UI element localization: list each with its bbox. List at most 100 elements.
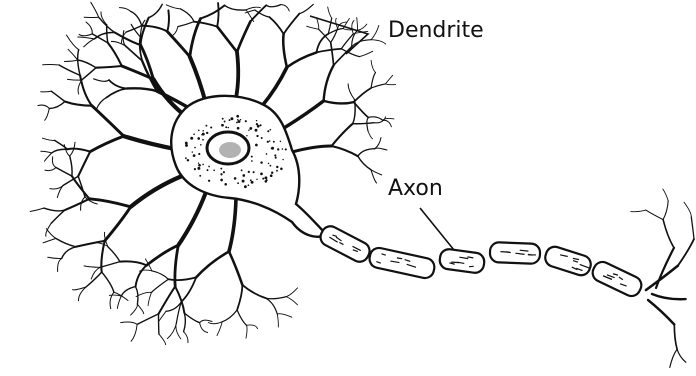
dendrite-branch [30, 208, 44, 211]
dendrite-branch [42, 138, 54, 140]
granule-dot [275, 157, 277, 159]
axon-label-pointer [420, 208, 454, 250]
granule-dot [271, 148, 273, 150]
dendrite-branch [59, 65, 80, 75]
dendrite-branch [368, 117, 382, 120]
dendrite-branch [677, 349, 686, 362]
granule-dot [280, 168, 283, 171]
dendrite-branch [108, 43, 122, 66]
dendrite-branch [332, 124, 353, 146]
granule-dot [255, 144, 258, 147]
granule-dot [224, 183, 227, 186]
granule-dot [220, 168, 222, 170]
granule-dot [220, 179, 223, 182]
granule-dot [261, 137, 263, 139]
granule-dot [282, 159, 283, 160]
granule-dot [223, 171, 225, 173]
dendrite-branch [217, 27, 237, 52]
dendrite-branch [100, 262, 120, 268]
dendrite-branch [78, 50, 80, 76]
granule-dot [269, 140, 271, 142]
granule-dot [266, 153, 268, 155]
dendrite-branch [200, 323, 208, 333]
dendrite-branch [65, 199, 89, 210]
granule-dot [199, 175, 201, 177]
dendrite-branch [78, 60, 96, 68]
granule-dot [242, 180, 245, 183]
dendrite-branch [180, 9, 194, 22]
dendrite-branch [64, 145, 70, 157]
granule-dot [207, 169, 209, 171]
dendrite-branch [353, 123, 374, 124]
dendrite-branch [663, 220, 674, 248]
granule-dot [276, 166, 278, 168]
dendrite-branch [354, 102, 369, 117]
dendrite-branch [670, 349, 677, 367]
dendrite-branch [265, 297, 286, 299]
dendrite-branch [200, 320, 213, 323]
dendrite-branch [286, 297, 297, 305]
granule-dot [260, 173, 263, 176]
dendrite-branch [237, 310, 246, 325]
dendrite-branch [631, 210, 646, 212]
dendrite-branch [237, 285, 242, 310]
dendrite-branch [277, 314, 278, 327]
dendrite-branch [91, 267, 100, 279]
dendrite-branch [286, 288, 297, 297]
dendrite-branch [46, 229, 55, 239]
granule-dot [201, 134, 202, 135]
nucleus-inner [219, 142, 241, 158]
granule-dot [210, 126, 212, 128]
granule-dot [229, 119, 231, 121]
dendrite-branch [181, 277, 196, 302]
dendrite-branch [371, 84, 385, 88]
dendrite-branch [94, 79, 109, 81]
granule-dot [246, 135, 247, 136]
granule-dot [262, 178, 264, 180]
dendrite-branch [236, 52, 238, 98]
dendrite-branch [84, 266, 100, 267]
dendrite-branch [56, 168, 72, 177]
granule-dot [253, 171, 255, 173]
granule-dot [270, 174, 273, 177]
granule-dot [238, 120, 241, 123]
granule-dot [242, 174, 245, 177]
granule-dot [237, 127, 240, 130]
dendrite-branch [44, 208, 65, 211]
granule-dot [185, 144, 188, 147]
granule-dot [256, 123, 258, 125]
dendrite-branch [184, 313, 199, 323]
granule-dot [234, 177, 237, 180]
dendrite-branch [108, 247, 120, 262]
granule-dot [194, 147, 196, 149]
dendrite-branch [166, 5, 180, 9]
granule-dot [197, 137, 200, 140]
granule-dot [269, 129, 271, 131]
dendrite-branch [246, 7, 260, 10]
granule-dot [240, 119, 241, 120]
dendrite-branch [142, 26, 168, 32]
dendrite-branch [331, 43, 334, 66]
dendrite-branch [266, 5, 281, 7]
dendrite-branch [67, 35, 79, 50]
granule-dot [224, 121, 226, 123]
granule-dot [256, 120, 257, 121]
dendrite-branch [68, 49, 78, 60]
dendrite-branch [307, 26, 319, 29]
dendrite-branch [262, 67, 287, 106]
myelin-sheath-segment [543, 244, 593, 277]
axon-label: Axon [388, 178, 443, 200]
dendrite-branch [217, 3, 218, 27]
dendrite-branch [89, 199, 130, 207]
dendrite-label: Dendrite [388, 20, 484, 42]
granule-dot [267, 130, 269, 132]
granule-dot [249, 127, 252, 130]
dendrite-branch [167, 32, 190, 57]
dendrite-branch [167, 324, 176, 339]
dendrite-branch [131, 324, 137, 341]
dendrite-branch [663, 201, 668, 220]
granule-dot [185, 142, 188, 145]
granule-dot [256, 135, 258, 137]
granule-dot [198, 162, 199, 163]
dendrite-branch [317, 49, 342, 53]
